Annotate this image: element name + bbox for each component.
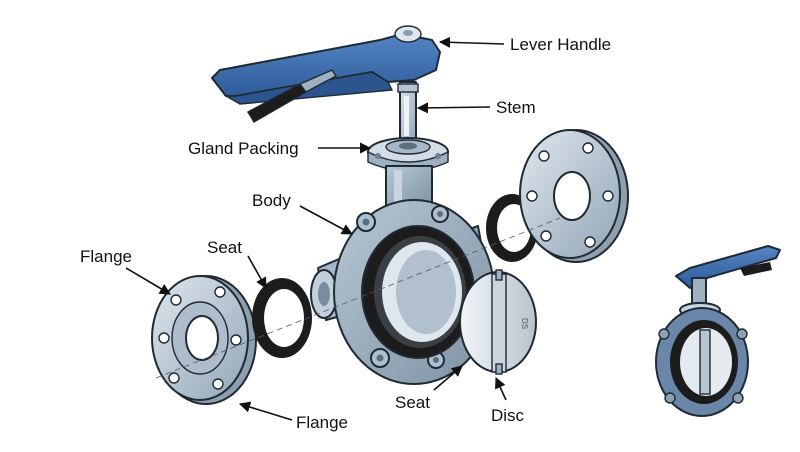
flange-right	[519, 129, 629, 263]
stem	[397, 81, 419, 143]
label-flange-left: Flange	[80, 247, 132, 266]
valve-body	[310, 165, 495, 385]
label-disc: Disc	[491, 406, 525, 425]
label-seat-bottom: Seat	[395, 393, 430, 412]
assembled-valve-inset	[655, 245, 781, 417]
label-seat-left: Seat	[207, 238, 242, 257]
label-body: Body	[252, 191, 291, 210]
label-gland-packing: Gland Packing	[188, 139, 299, 158]
label-stem: Stem	[496, 98, 536, 117]
flange-left	[151, 275, 257, 405]
leader-lines	[125, 36, 507, 421]
seat-left	[252, 278, 312, 358]
label-lever-handle: Lever Handle	[510, 35, 611, 54]
lever-handle	[211, 25, 441, 123]
disc-marking: DS	[520, 318, 529, 329]
label-flange-bottom: Flange	[296, 413, 348, 432]
disc: DS	[459, 269, 537, 375]
axis-centerline	[155, 217, 561, 379]
